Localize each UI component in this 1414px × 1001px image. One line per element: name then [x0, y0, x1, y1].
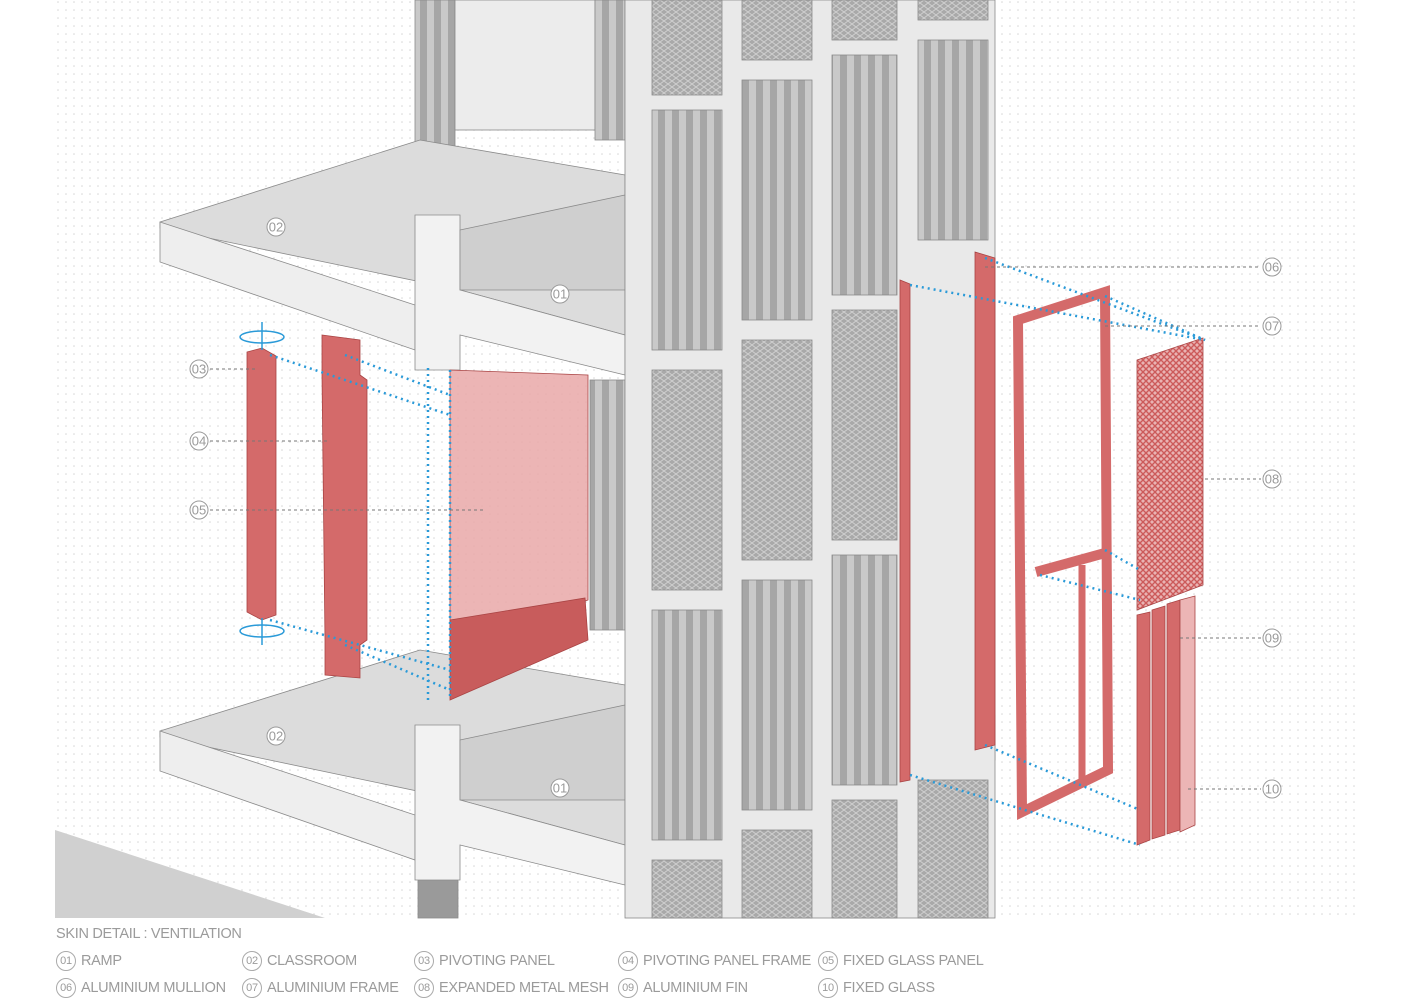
- legend: SKIN DETAIL : VENTILATION 01 RAMP 02 CLASS…: [56, 926, 984, 1001]
- aluminium-frame: [1012, 285, 1114, 820]
- callout-01: 01: [553, 287, 567, 302]
- expanded-metal-mesh: [1136, 337, 1204, 611]
- aluminium-mullion: [974, 251, 996, 751]
- guide-lines: [269, 256, 1206, 847]
- legend-row: 06 ALUMINIUM MULLION 07 ALUMINIUM FRAME 08…: [56, 974, 984, 1001]
- callout-07: 07: [1265, 319, 1279, 334]
- callout-02: 02: [269, 220, 283, 235]
- legend-label: PIVOTING PANEL FRAME: [643, 952, 812, 969]
- legend-number: 04: [618, 950, 638, 971]
- pivoting-panel: [246, 347, 277, 621]
- legend-item: 05 FIXED GLASS PANEL: [818, 950, 984, 971]
- legend-label: FIXED GLASS PANEL: [843, 952, 984, 969]
- red-components: [246, 251, 1204, 846]
- legend-label: ALUMINIUM FIN: [643, 979, 748, 996]
- legend-number: 10: [818, 977, 838, 998]
- legend-number: 08: [414, 977, 434, 998]
- callout-09: 09: [1265, 631, 1279, 646]
- facade-tower: [624, 0, 996, 919]
- legend-item: 02 CLASSROOM: [242, 950, 414, 971]
- aluminium-fins: [1136, 599, 1181, 846]
- legend-number: 05: [818, 950, 838, 971]
- legend-item: 09 ALUMINIUM FIN: [618, 977, 818, 998]
- legend-number: 03: [414, 950, 434, 971]
- callout-06: 06: [1265, 260, 1279, 275]
- legend-label: FIXED GLASS: [843, 979, 935, 996]
- legend-number: 06: [56, 977, 76, 998]
- legend-number: 01: [56, 950, 76, 971]
- legend-label: PIVOTING PANEL: [439, 952, 555, 969]
- legend-title: SKIN DETAIL : VENTILATION: [56, 926, 242, 942]
- legend-item: 03 PIVOTING PANEL: [414, 950, 618, 971]
- callout-01: 01: [553, 781, 567, 796]
- legend-item: 01 RAMP: [56, 950, 242, 971]
- callout-10: 10: [1265, 782, 1279, 797]
- callout-03: 03: [192, 362, 206, 377]
- legend-number: 02: [242, 950, 262, 971]
- callout-08: 08: [1265, 472, 1279, 487]
- legend-label: ALUMINIUM FRAME: [267, 979, 399, 996]
- fixed-glass: [1179, 595, 1196, 833]
- callout-05: 05: [192, 503, 206, 518]
- legend-label: ALUMINIUM MULLION: [81, 979, 226, 996]
- upper-slab: [159, 139, 626, 376]
- leader-lines: [210, 266, 1261, 790]
- legend-item: 07 ALUMINIUM FRAME: [242, 977, 414, 998]
- legend-item: 10 FIXED GLASS: [818, 977, 935, 998]
- legend-label: EXPANDED METAL MESH: [439, 979, 609, 996]
- legend-row: 01 RAMP 02 CLASSROOM 03 PIVOTING PANEL 04 PI…: [56, 947, 984, 974]
- legend-label: RAMP: [81, 952, 122, 969]
- callout-04: 04: [192, 434, 206, 449]
- rotation-arrow-icon: [239, 322, 285, 645]
- callout-02: 02: [269, 729, 283, 744]
- legend-label: CLASSROOM: [267, 952, 357, 969]
- legend-item: 06 ALUMINIUM MULLION: [56, 977, 242, 998]
- pivoting-panel-frame: [321, 334, 368, 679]
- legend-number: 09: [618, 977, 638, 998]
- legend-number: 07: [242, 977, 262, 998]
- legend-item: 04 PIVOTING PANEL FRAME: [618, 950, 818, 971]
- legend-item: 08 EXPANDED METAL MESH: [414, 977, 618, 998]
